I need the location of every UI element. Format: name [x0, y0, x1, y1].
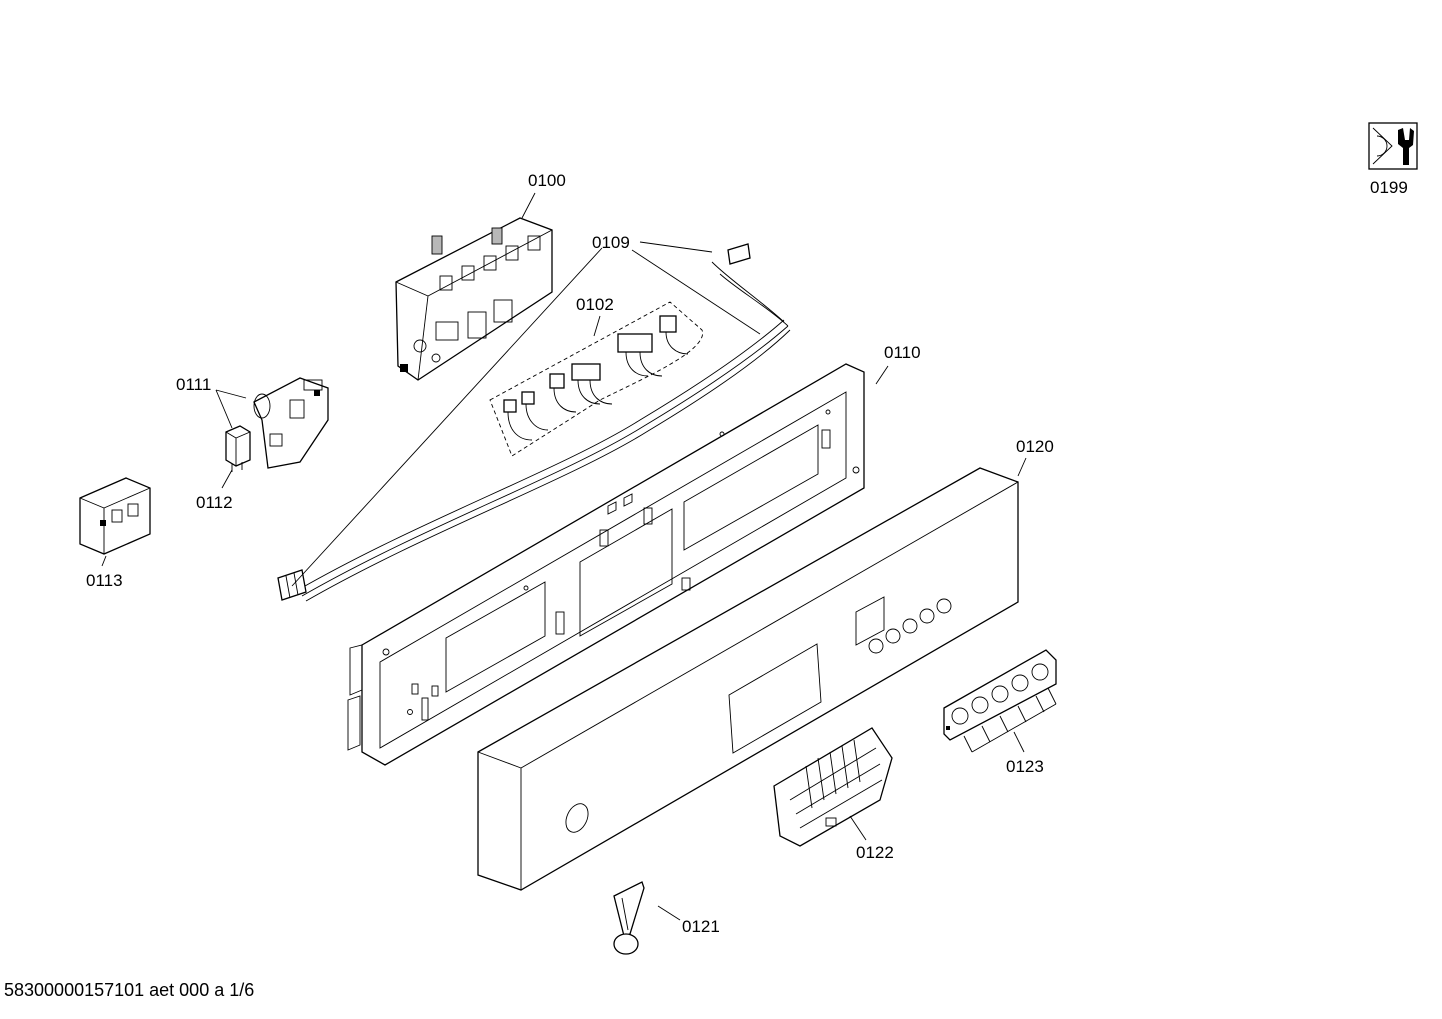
label-0112: 0112: [196, 493, 233, 512]
label-0121: 0121: [682, 917, 720, 936]
part-0112-relay[interactable]: [225, 425, 251, 472]
part-0100-electronic-module[interactable]: [395, 217, 553, 381]
label-0102: 0102: [576, 295, 614, 314]
wrench-service-icon: [1368, 122, 1418, 170]
part-0120-front-panel[interactable]: [477, 467, 1019, 891]
part-0121-lever[interactable]: [613, 881, 645, 955]
part-0113-switch-block[interactable]: [79, 477, 151, 555]
label-0123: 0123: [1006, 757, 1044, 776]
label-0109: 0109: [592, 233, 630, 252]
part-0111-drive-unit[interactable]: [253, 377, 329, 469]
part-0102-connector-set[interactable]: [489, 301, 703, 457]
label-0111: 0111: [176, 375, 211, 394]
label-0199: 0199: [1370, 178, 1408, 197]
label-0122: 0122: [856, 843, 894, 862]
part-labels: 0100 0109 0102 0110 0111 0112 0113 0120 …: [86, 171, 1408, 936]
leader-lines: [101, 192, 1057, 921]
part-0109-wiring-harness[interactable]: [277, 243, 791, 602]
label-0100: 0100: [528, 171, 566, 190]
label-0113: 0113: [86, 571, 123, 590]
part-0110-inner-frame[interactable]: [347, 363, 865, 766]
document-id: 58300000157101 aet 000 a 1/6: [4, 980, 255, 1000]
label-0120: 0120: [1016, 437, 1054, 456]
leader-fan-0123: [963, 687, 1057, 753]
part-0122-handle[interactable]: [773, 727, 893, 847]
part-0123-button-strip[interactable]: [943, 649, 1057, 741]
label-0110: 0110: [884, 343, 921, 362]
